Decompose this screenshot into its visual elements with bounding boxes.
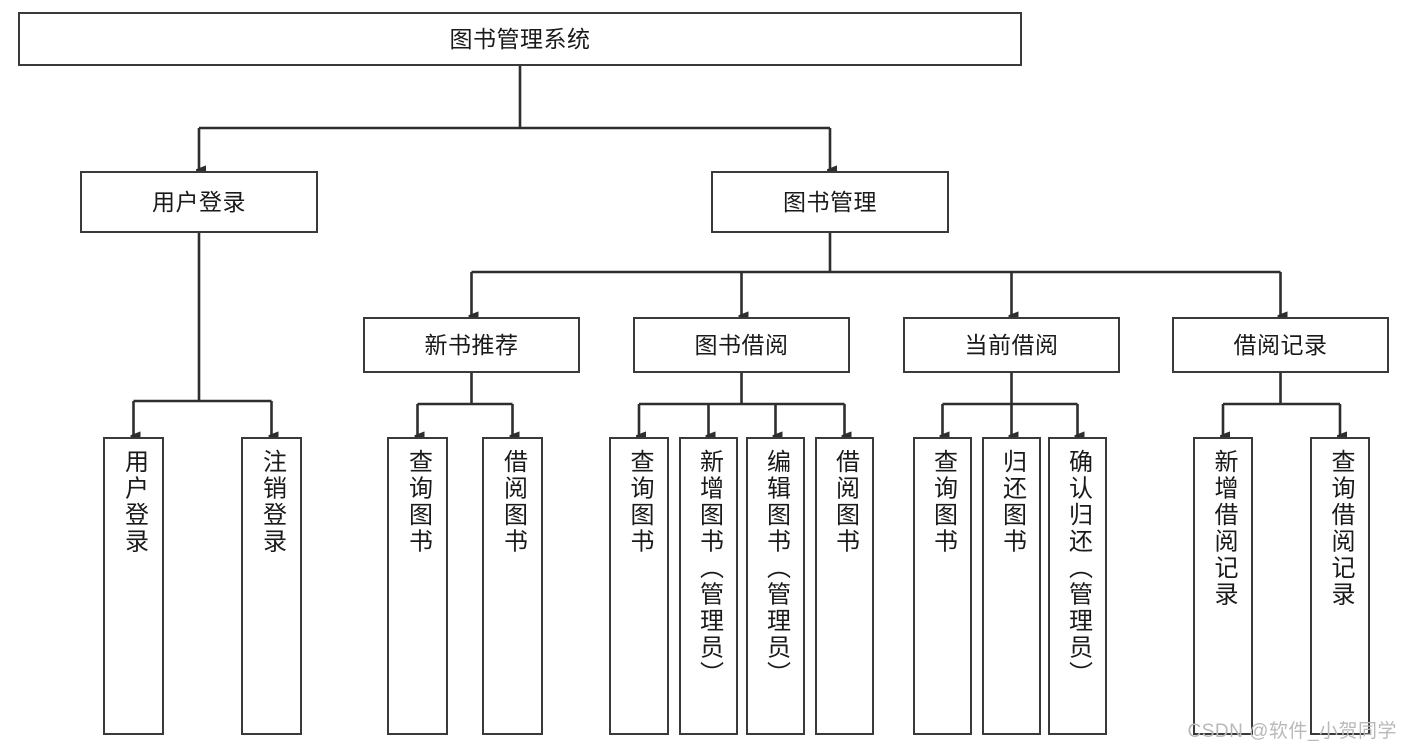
node-leaf-query-book-3[interactable]: 查询图书: [913, 437, 972, 735]
node-label: 新增借阅记录: [1210, 449, 1237, 608]
node-label: 归还图书: [998, 449, 1026, 555]
node-leaf-query-book-1[interactable]: 查询图书: [387, 437, 448, 735]
node-leaf-add-record[interactable]: 新增借阅记录: [1193, 437, 1253, 735]
node-leaf-user-login[interactable]: 用户登录: [103, 437, 164, 735]
node-label: 查询借阅记录: [1327, 449, 1354, 608]
node-label: 新书推荐: [424, 331, 519, 358]
node-label: 图书管理: [783, 188, 877, 215]
node-book-borrow[interactable]: 图书借阅: [633, 317, 850, 373]
node-leaf-edit-book[interactable]: 编辑图书（管理员）: [746, 437, 805, 735]
node-leaf-borrow-book-2[interactable]: 借阅图书: [815, 437, 874, 735]
node-leaf-return-book[interactable]: 归还图书: [982, 437, 1041, 735]
node-label: 编辑图书（管理员）: [762, 449, 790, 688]
node-leaf-add-book[interactable]: 新增图书（管理员）: [679, 437, 738, 735]
node-label: 用户登录: [120, 449, 148, 555]
node-leaf-query-book-2[interactable]: 查询图书: [609, 437, 669, 735]
node-leaf-confirm-return[interactable]: 确认归还（管理员）: [1048, 437, 1107, 735]
node-label: 查询图书: [404, 449, 432, 555]
node-label: 注销登录: [258, 449, 286, 555]
node-label: 借阅记录: [1233, 331, 1328, 358]
node-label: 借阅图书: [831, 449, 859, 555]
node-label: 查询图书: [626, 449, 653, 555]
node-new-book-rec[interactable]: 新书推荐: [363, 317, 580, 373]
node-label: 用户登录: [152, 188, 246, 215]
node-label: 图书管理系统: [449, 25, 591, 52]
node-leaf-borrow-book-1[interactable]: 借阅图书: [482, 437, 543, 735]
node-label: 新增图书（管理员）: [695, 449, 723, 688]
node-current-borrow[interactable]: 当前借阅: [903, 317, 1120, 373]
node-label: 借阅图书: [499, 449, 527, 555]
node-leaf-query-record[interactable]: 查询借阅记录: [1310, 437, 1370, 735]
node-book-manage[interactable]: 图书管理: [711, 171, 949, 233]
node-label: 当前借阅: [964, 331, 1059, 358]
node-leaf-logout[interactable]: 注销登录: [241, 437, 302, 735]
node-borrow-record[interactable]: 借阅记录: [1172, 317, 1389, 373]
node-root[interactable]: 图书管理系统: [18, 12, 1022, 66]
node-label: 确认归还（管理员）: [1064, 449, 1092, 688]
csdn-watermark: CSDN @软件_小贺同学: [1187, 721, 1397, 742]
node-user-login[interactable]: 用户登录: [80, 171, 318, 233]
node-label: 查询图书: [929, 449, 957, 555]
node-label: 图书借阅: [694, 331, 789, 358]
